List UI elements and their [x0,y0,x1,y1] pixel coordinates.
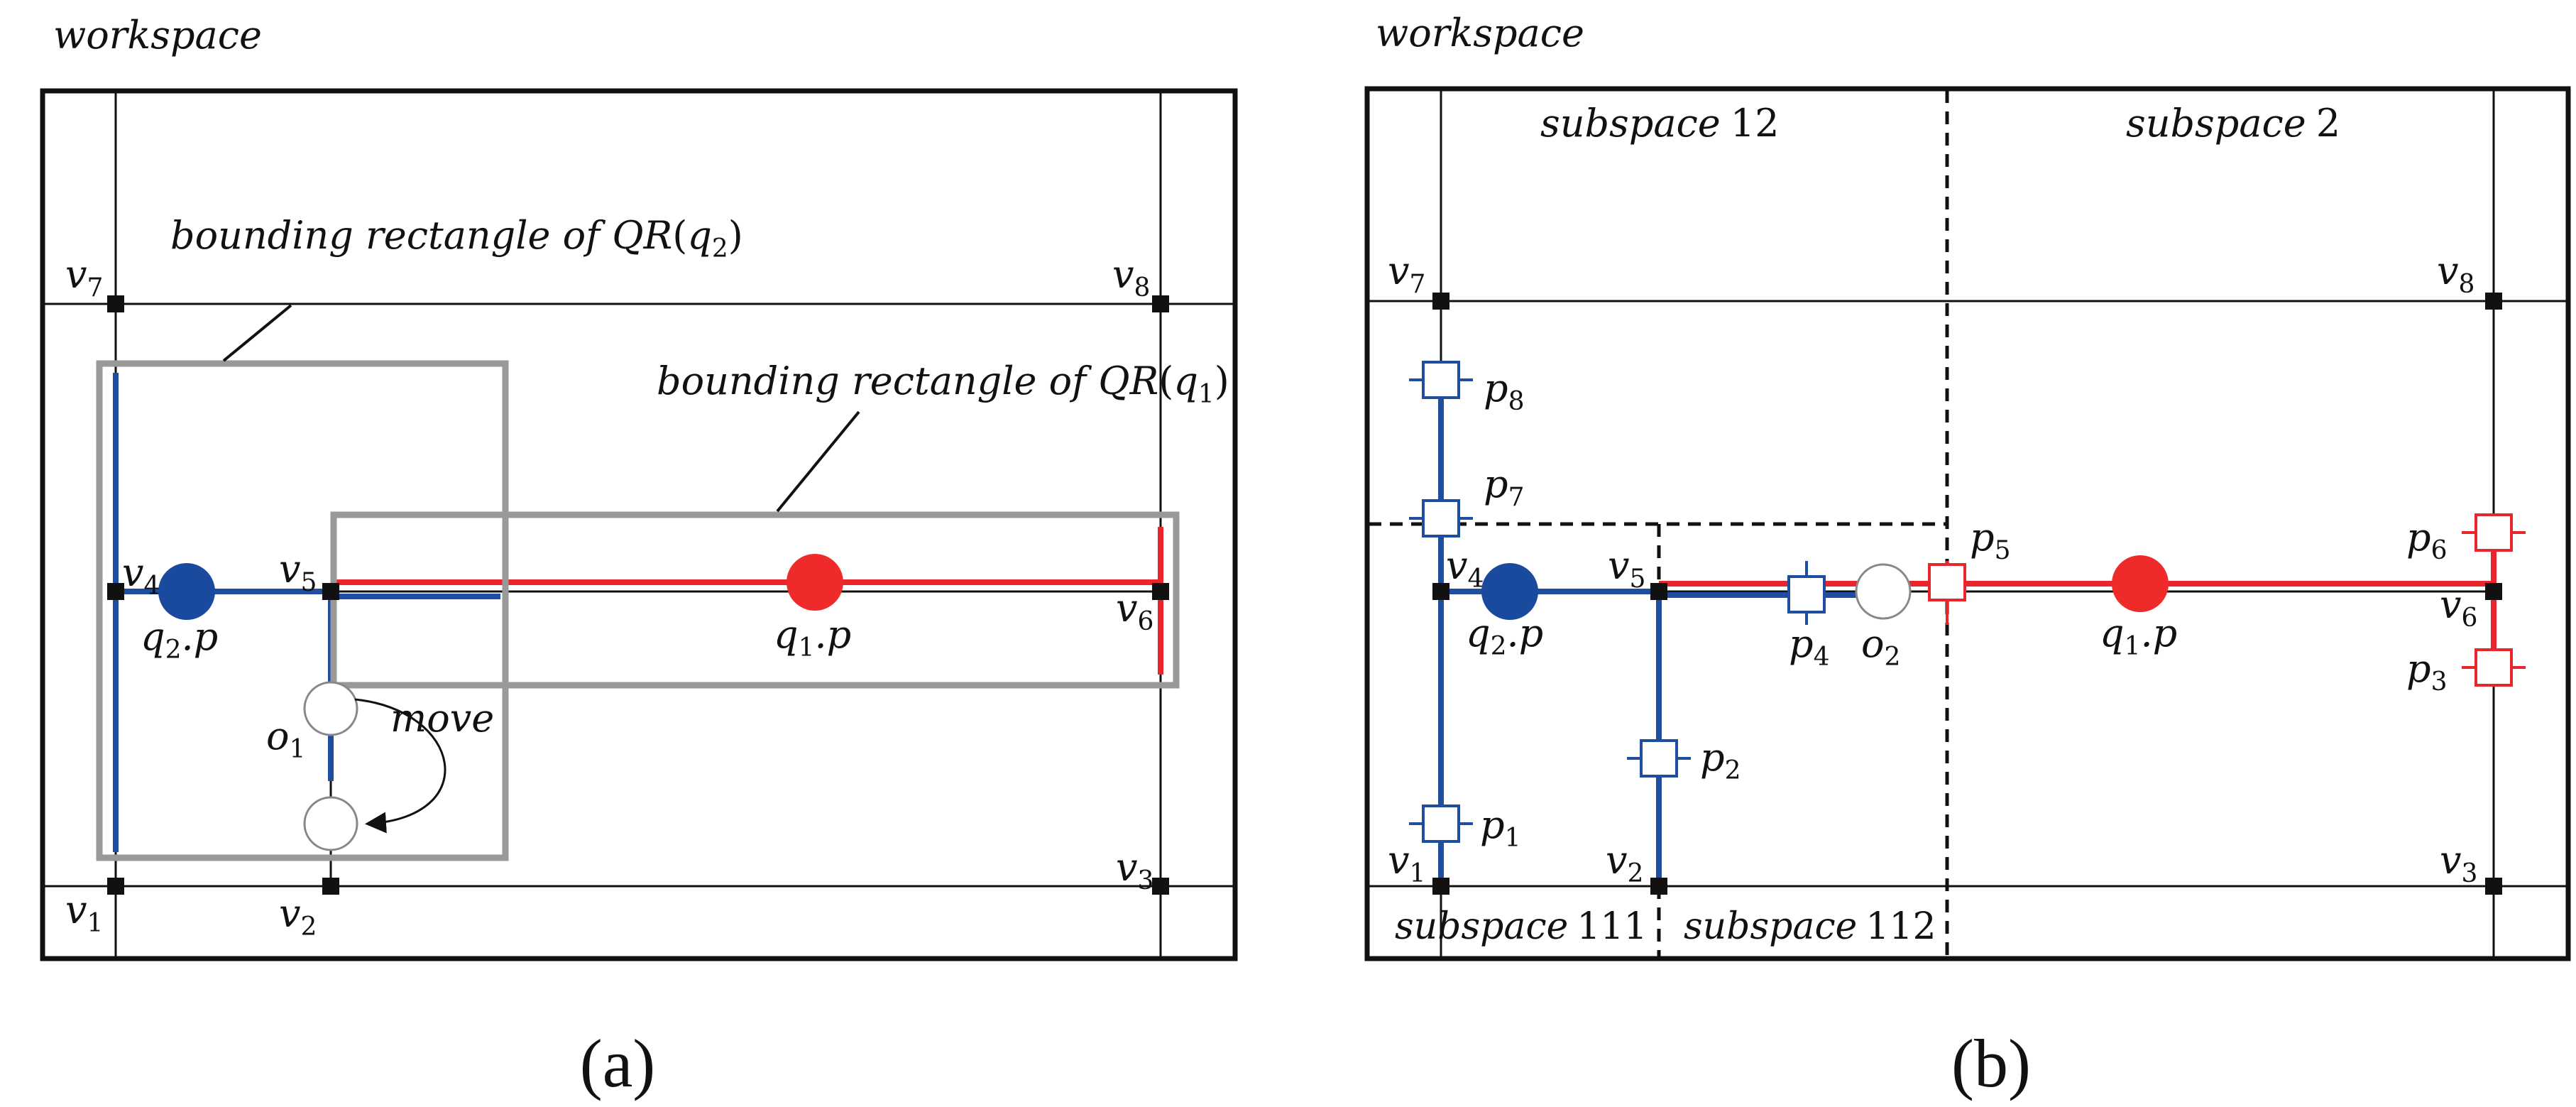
label-v6-b: v6 [2440,582,2477,633]
label-v1-a: v1 [65,888,103,938]
vertex-v2-a [322,878,339,895]
rect-q2-label: bounding rectangle of QR(q2) [170,213,743,263]
label-q1p-b: q1.p [2100,611,2177,661]
bounding-rect-q1 [330,511,1180,689]
vertex-v2-b [1650,878,1667,895]
label-v2-b: v2 [1606,838,1643,888]
label-v7-a: v7 [65,252,103,302]
red-route-b [1659,533,2496,667]
leader-line-q2 [222,304,292,362]
label-p6: p6 [2406,515,2447,565]
point-p4 [1787,561,1826,625]
vertex-v1-b [1432,878,1449,895]
label-p5: p5 [1970,515,2010,565]
point-p3 [2462,648,2526,687]
label-v6-a: v6 [1116,586,1153,636]
label-q2p-b: q2.p [1466,611,1543,661]
vertex-v8-b [2485,293,2502,310]
label-v4-a: v4 [122,550,160,601]
label-v5-a: v5 [279,547,317,597]
red-route-a [331,527,1163,675]
query-point-q2-b [1481,563,1538,620]
workspace-border-a [40,88,1238,961]
vertex-v3-b [2485,878,2502,895]
label-v7-b: v7 [1388,249,1425,299]
query-point-q1-a [786,554,843,611]
vertex-v7-b [1432,293,1449,310]
move-arrow [354,698,446,834]
label-v8-a: v8 [1112,252,1150,302]
object-o1-end [303,796,358,851]
panel-a: workspace bounding rectangle of [40,13,1238,1101]
vertex-v4-a [107,583,124,600]
vertex-v1-a [107,878,124,895]
vertex-v3-a [1152,878,1169,895]
point-p1 [1409,805,1473,843]
label-p1: p1 [1480,802,1520,853]
point-p5 [1928,561,1966,625]
label-q1p-a: q1.p [774,612,851,662]
vertex-v8-a [1152,295,1169,312]
point-p8 [1409,361,1473,399]
label-v5-b: v5 [1608,543,1645,594]
vertex-markers-a [107,295,1169,895]
label-o1: o1 [266,714,305,764]
object-o2 [1855,563,1912,620]
vertex-markers-b [1432,293,2502,895]
label-v3-a: v3 [1116,845,1153,895]
label-p4: p4 [1789,621,1829,672]
label-v2-a: v2 [279,891,317,942]
label-p7: p7 [1484,462,1524,512]
vertex-v5-b [1650,583,1667,600]
leader-line-q1 [776,410,860,513]
caption-a: (a) [580,1025,656,1101]
point-p7 [1409,499,1473,538]
workspace-label-a: workspace [53,13,262,58]
rect-q1-label: bounding rectangle of QR(q1) [657,359,1229,409]
workspace-border-b [1364,86,2571,961]
caption-b: (b) [1951,1025,2031,1101]
label-q2p-a: q2.p [141,614,218,665]
point-p2 [1627,739,1691,778]
label-v4-b: v4 [1446,543,1484,594]
workspace-label-b: workspace [1376,11,1584,55]
vertex-v7-a [107,295,124,312]
object-o1-start [303,681,358,736]
label-p3: p3 [2406,646,2447,697]
vertex-v4-b [1432,583,1449,600]
vertex-v6-b [2485,583,2502,600]
point-p6 [2462,513,2526,552]
label-p8: p8 [1484,366,1524,416]
label-v3-b: v3 [2440,838,2477,888]
panel-b: workspace [1364,11,2571,1101]
label-v8-b: v8 [2437,249,2474,299]
blue-route-b [1438,380,1874,886]
vertex-v5-a [322,583,339,600]
query-point-q1-b [2112,555,2169,612]
label-p2: p2 [1700,735,1741,785]
bounding-rect-q2 [96,360,509,861]
label-v1-b: v1 [1388,838,1425,888]
vertex-v6-a [1152,583,1169,600]
move-label: move [390,696,494,741]
label-o2: o2 [1861,621,1900,672]
query-point-q2-a [158,563,215,620]
